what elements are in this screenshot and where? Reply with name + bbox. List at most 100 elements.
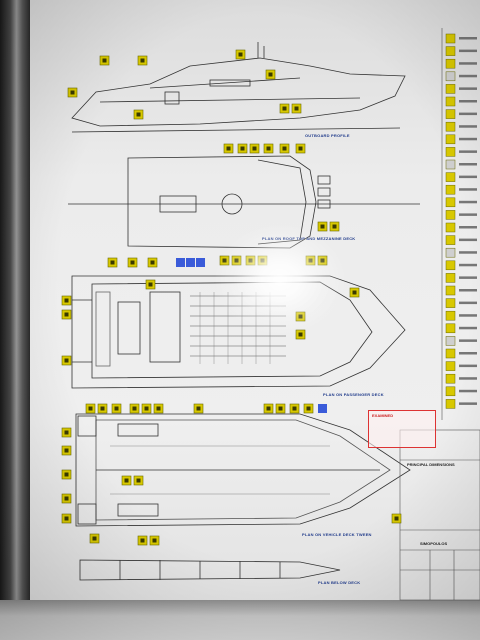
title-block-principal-dimensions: PRINCIPAL DIMENSIONS: [407, 462, 455, 467]
safety-sign-glyph: [124, 478, 129, 483]
safety-sign-glyph: [298, 146, 303, 151]
safety-sign-glyph: [308, 258, 313, 263]
poster-frame-bottom: [0, 600, 480, 640]
legend-text-line: [459, 238, 477, 242]
legend-text-line: [459, 87, 477, 90]
legend-text-line: [459, 339, 477, 342]
legend-icon: [445, 71, 456, 82]
legend-text-line: [459, 37, 477, 40]
legend-icon: [445, 323, 456, 334]
legend-icon: [445, 197, 456, 208]
safety-sign-glyph: [64, 312, 69, 317]
legend-text-line: [459, 289, 477, 292]
legend-icon: [445, 172, 456, 182]
legend-text-line: [459, 377, 477, 380]
safety-sign-glyph: [222, 258, 227, 263]
legend-icon: [445, 235, 456, 245]
safety-sign-glyph: [132, 406, 137, 411]
outboard-profile-view: [71, 42, 406, 133]
legend-text-line: [459, 175, 477, 179]
legend-text-line: [459, 137, 477, 141]
safety-sign-glyph: [148, 282, 153, 287]
legend-icon: [445, 109, 456, 119]
safety-sign-glyph: [260, 258, 265, 263]
legend-column: [441, 28, 477, 420]
info-sign-icon: [318, 404, 327, 413]
safety-sign-glyph: [64, 448, 69, 453]
safety-sign-glyph: [136, 112, 141, 117]
legend-text-line: [459, 62, 477, 65]
legend-icon: [445, 310, 456, 321]
legend-icon: [445, 247, 456, 258]
roof-top-plan-view: [68, 155, 420, 249]
legend-text-line: [459, 301, 477, 305]
legend-text-line: [459, 188, 477, 191]
safety-sign-glyph: [294, 106, 299, 111]
legend-icon: [445, 348, 456, 359]
safety-sign-glyph: [156, 406, 161, 411]
stamp-label: EXAMINED: [372, 413, 394, 418]
legend-icon: [445, 273, 456, 283]
poster-frame-left: [0, 0, 30, 640]
legend-icon: [445, 121, 456, 132]
safety-sign-glyph: [64, 516, 69, 521]
safety-sign-glyph: [196, 406, 201, 411]
legend-text-line: [459, 314, 477, 317]
safety-sign-glyph: [278, 406, 283, 411]
safety-sign-glyph: [88, 406, 93, 411]
safety-sign-glyph: [64, 472, 69, 477]
legend-text-line: [459, 74, 477, 78]
legend-icon: [445, 298, 456, 308]
safety-sign-glyph: [252, 146, 257, 151]
legend-text-line: [459, 200, 477, 204]
legend-icon: [445, 373, 456, 384]
vehicle-deck-plan-view: [75, 413, 411, 527]
safety-sign-glyph: [140, 58, 145, 63]
legend-icon: [445, 33, 456, 44]
safety-sign-glyph: [64, 496, 69, 501]
safety-sign-glyph: [234, 258, 239, 263]
legend-text-line: [459, 364, 477, 368]
legend-icon: [445, 84, 456, 94]
plan-title-roof-top: PLAN ON ROOF TOP AND MEZZANINE DECK: [262, 236, 356, 241]
info-sign-icon: [176, 258, 185, 267]
safety-sign-glyph: [144, 406, 149, 411]
legend-icon: [445, 159, 456, 170]
safety-sign-glyph: [394, 516, 399, 521]
legend-icon: [445, 222, 456, 233]
legend-icon: [445, 361, 456, 371]
safety-sign-glyph: [240, 146, 245, 151]
legend-icon: [445, 210, 456, 220]
safety-sign-glyph: [248, 258, 253, 263]
safety-sign-glyph: [64, 430, 69, 435]
legend-icon: [445, 96, 456, 107]
safety-sign-glyph: [114, 406, 119, 411]
legend-icon: [445, 386, 456, 397]
legend-icon: [445, 336, 456, 346]
safety-sign-glyph: [130, 260, 135, 265]
info-sign-icon: [196, 258, 205, 267]
safety-sign-glyph: [298, 332, 303, 337]
safety-sign-glyph: [70, 90, 75, 95]
legend-icon: [445, 147, 456, 157]
examination-stamp: EXAMINED: [368, 410, 436, 448]
safety-sign-glyph: [238, 52, 243, 57]
safety-sign-glyph: [266, 406, 271, 411]
safety-sign-glyph: [282, 106, 287, 111]
legend-text-line: [459, 49, 477, 53]
legend-text-line: [459, 112, 477, 116]
safety-sign-glyph: [136, 478, 141, 483]
legend-text-line: [459, 125, 477, 128]
safety-sign-glyph: [92, 536, 97, 541]
safety-sign-glyph: [320, 224, 325, 229]
safety-sign-glyph: [102, 58, 107, 63]
legend-icon: [445, 285, 456, 296]
title-block-company: SIMOPOULOS: [420, 541, 448, 546]
legend-text-line: [459, 389, 477, 393]
safety-sign-glyph: [292, 406, 297, 411]
safety-sign-glyph: [110, 260, 115, 265]
legend-text-line: [459, 352, 477, 355]
legend-icon: [445, 46, 456, 56]
safety-sign-glyph: [64, 358, 69, 363]
